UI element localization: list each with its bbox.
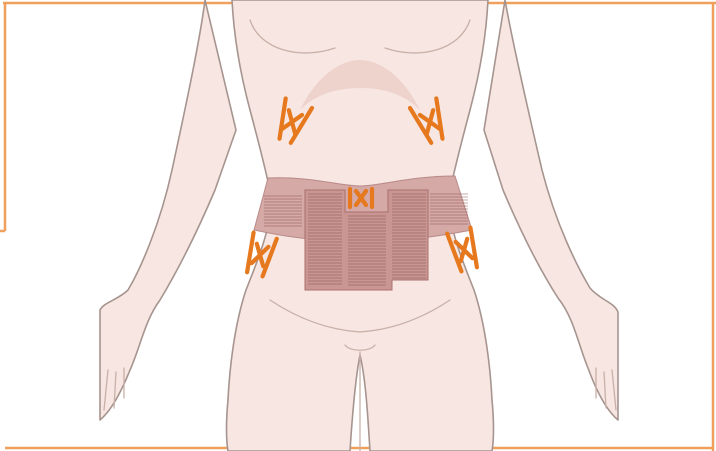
left-arm: [100, 0, 236, 420]
right-arm: [484, 0, 618, 420]
